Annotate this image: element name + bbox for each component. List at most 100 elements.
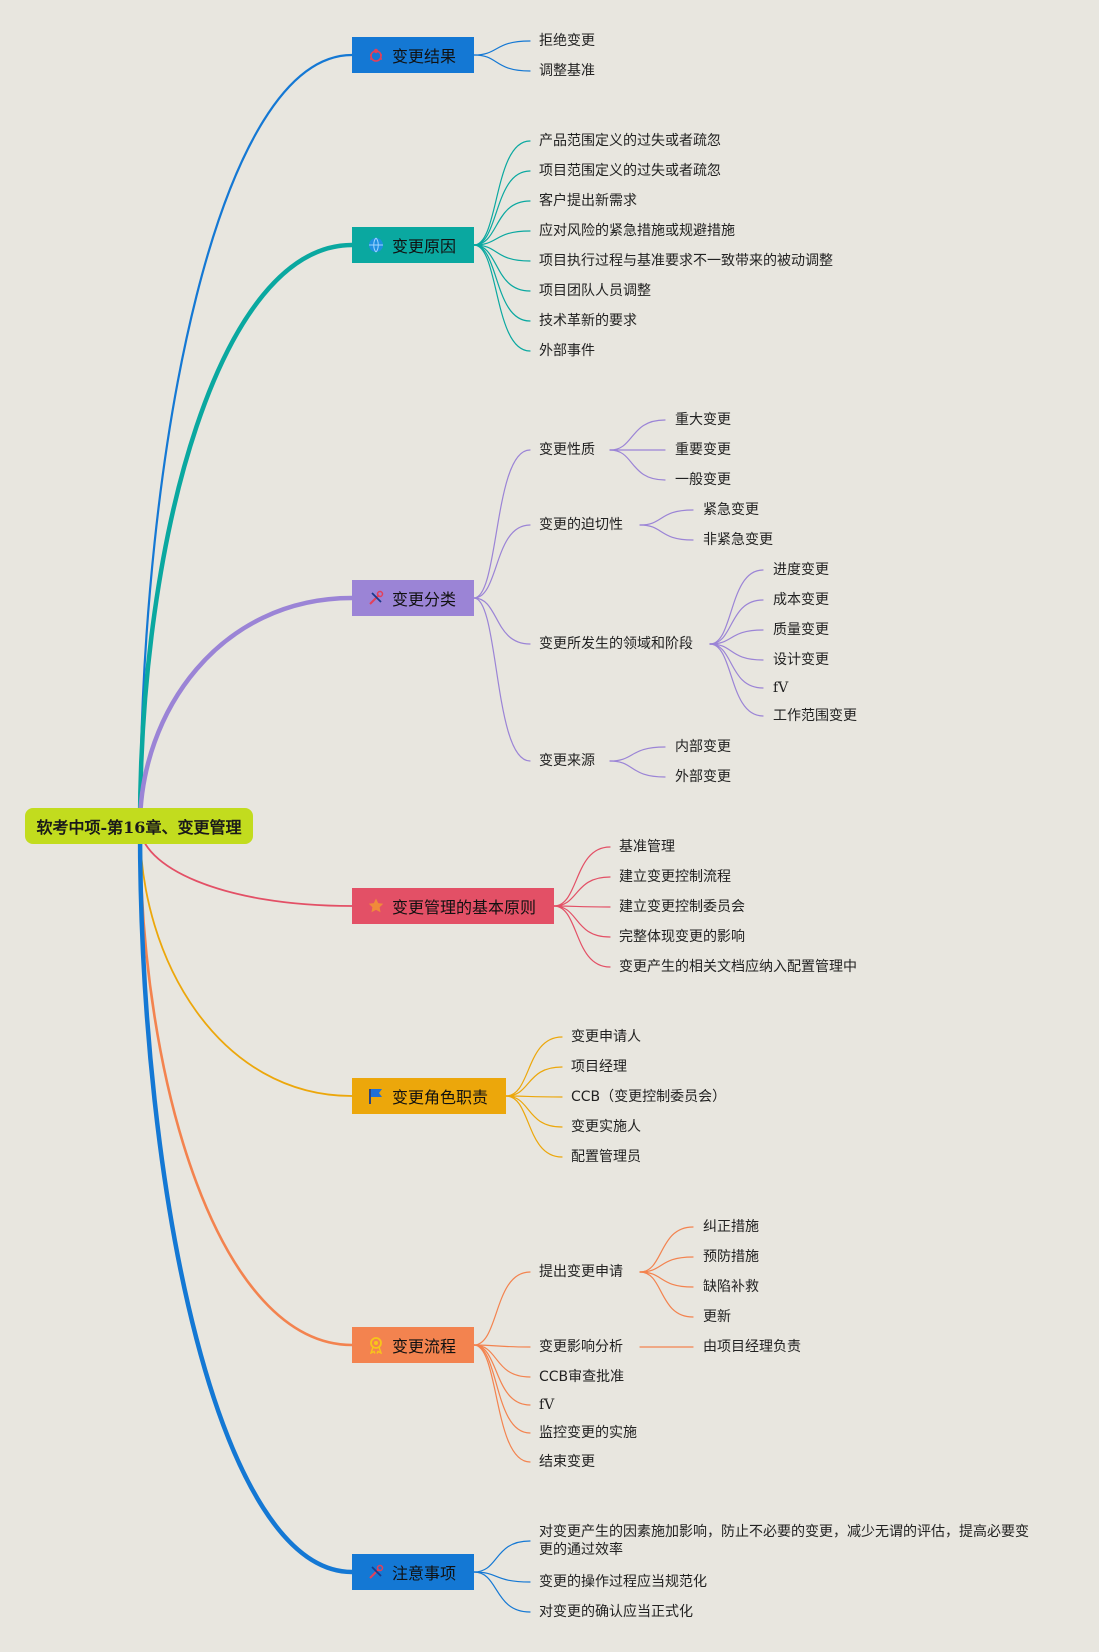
leaf-b2-2-0[interactable]: 进度变更: [773, 562, 829, 578]
leaf-b5-3[interactable]: fV: [539, 1397, 555, 1413]
b5-link-1: [473, 1344, 531, 1348]
leaf-b1-3[interactable]: 应对风险的紧急措施或规避措施: [539, 223, 735, 239]
leaf-b5-0-3[interactable]: 更新: [703, 1309, 731, 1325]
leaf-b1-0[interactable]: 产品范围定义的过失或者疏忽: [539, 133, 721, 149]
b1-link-5: [473, 244, 531, 292]
leaf-b5-0-2[interactable]: 缺陷补救: [703, 1279, 759, 1295]
b1-link-7: [473, 244, 531, 352]
leaf-b2-0-2[interactable]: 一般变更: [675, 472, 731, 488]
leaf-b2-2-1[interactable]: 成本变更: [773, 592, 829, 608]
leaf-b4-4[interactable]: 配置管理员: [571, 1149, 641, 1165]
leaf-b6-0[interactable]: 对变更产生的因素施加影响，防止不必要的变更，减少无谓的评估，提高必要变更的通过效…: [539, 1524, 1029, 1558]
b6-link-1: [473, 1571, 531, 1583]
b1-link-2: [473, 200, 531, 246]
b2-0-link-2: [609, 449, 666, 481]
leaf-b2-3-0[interactable]: 内部变更: [675, 739, 731, 755]
b2-link-3: [473, 597, 531, 762]
leaf-b5-4[interactable]: 监控变更的实施: [539, 1425, 637, 1441]
root-link-1: [137, 242, 355, 829]
branch-change-result[interactable]: 变更结果: [352, 37, 474, 73]
sub-b2-3[interactable]: 变更来源: [539, 753, 595, 769]
b2-1-link-1: [639, 524, 694, 541]
tools-icon: [366, 588, 386, 608]
sub-b2-1[interactable]: 变更的迫切性: [539, 517, 623, 533]
branch-change-process[interactable]: 变更流程: [352, 1327, 474, 1363]
leaf-b5-1-0[interactable]: 由项目经理负责: [703, 1339, 801, 1355]
b5-link-2: [473, 1344, 531, 1378]
leaf-b1-4[interactable]: 项目执行过程与基准要求不一致带来的被动调整: [539, 253, 833, 269]
branch-notes[interactable]: 注意事项: [352, 1554, 474, 1590]
b1-link-6: [473, 244, 531, 322]
b4-link-2: [505, 1095, 563, 1098]
leaf-b4-0[interactable]: 变更申请人: [571, 1029, 641, 1045]
root-link-4: [139, 825, 353, 1097]
b2-link-0: [473, 449, 531, 599]
leaf-b3-1[interactable]: 建立变更控制流程: [619, 869, 731, 885]
leaf-b2-0-1[interactable]: 重要变更: [675, 442, 731, 458]
leaf-b2-0-0[interactable]: 重大变更: [675, 412, 731, 428]
b2-2-link-1: [709, 599, 764, 645]
branch-label: 变更流程: [392, 1337, 457, 1356]
leaf-b0-1[interactable]: 调整基准: [539, 63, 595, 79]
leaf-b5-2[interactable]: CCB审查批准: [539, 1369, 625, 1385]
b2-3-link-0: [609, 746, 666, 762]
b2-1-link-0: [639, 509, 694, 526]
leaf-b1-5[interactable]: 项目团队人员调整: [539, 283, 651, 299]
b5-link-0: [473, 1271, 531, 1346]
leaf-b4-3[interactable]: 变更实施人: [571, 1119, 641, 1135]
branch-label: 变更管理的基本原则: [392, 898, 537, 917]
leaf-b3-4[interactable]: 变更产生的相关文档应纳入配置管理中: [619, 959, 857, 975]
b5-link-3: [473, 1344, 531, 1406]
root-topic[interactable]: 软考中项-第16章、变更管理: [25, 808, 253, 844]
branch-change-cause[interactable]: 变更原因: [352, 227, 474, 263]
leaf-b2-2-5[interactable]: 工作范围变更: [773, 708, 857, 724]
leaf-b2-1-1[interactable]: 非紧急变更: [703, 532, 773, 548]
leaf-b6-1[interactable]: 变更的操作过程应当规范化: [539, 1574, 707, 1590]
b0-link-1: [473, 54, 531, 72]
b6-link-2: [473, 1571, 531, 1613]
leaf-b5-0-1[interactable]: 预防措施: [703, 1249, 759, 1265]
root-link-0: [138, 53, 354, 828]
b2-3-link-1: [609, 760, 666, 778]
branch-basic-principles[interactable]: 变更管理的基本原则: [352, 888, 554, 924]
branch-role-responsibilities[interactable]: 变更角色职责: [352, 1078, 506, 1114]
leaf-b5-0-0[interactable]: 纠正措施: [703, 1219, 759, 1235]
b3-link-4: [553, 905, 611, 968]
sub-b2-2[interactable]: 变更所发生的领域和阶段: [539, 636, 693, 652]
bug-icon: [366, 45, 386, 65]
sub-b2-0[interactable]: 变更性质: [539, 442, 595, 458]
leaf-b2-1-0[interactable]: 紧急变更: [703, 502, 759, 518]
b2-2-link-5: [709, 643, 764, 717]
leaf-b3-3[interactable]: 完整体现变更的影响: [619, 929, 745, 945]
leaf-b4-1[interactable]: 项目经理: [571, 1059, 627, 1075]
b1-link-0: [473, 140, 531, 246]
leaf-b3-0[interactable]: 基准管理: [619, 839, 675, 855]
leaf-b2-2-3[interactable]: 设计变更: [773, 652, 829, 668]
b1-link-3: [473, 230, 531, 246]
leaf-b2-3-1[interactable]: 外部变更: [675, 769, 731, 785]
root-link-2: [137, 595, 355, 829]
sub-b5-0[interactable]: 提出变更申请: [539, 1264, 623, 1280]
medal-icon: [366, 1335, 386, 1355]
leaf-b1-6[interactable]: 技术革新的要求: [539, 313, 637, 329]
b5-link-5: [473, 1344, 531, 1463]
leaf-b2-2-2[interactable]: 质量变更: [773, 622, 829, 638]
leaf-b6-2[interactable]: 对变更的确认应当正式化: [539, 1604, 693, 1620]
b5-0-link-0: [639, 1226, 694, 1273]
b5-0-link-1: [639, 1256, 694, 1273]
leaf-b1-2[interactable]: 客户提出新需求: [539, 193, 637, 209]
branch-label: 注意事项: [392, 1564, 457, 1583]
root-link-6: [137, 823, 355, 1575]
b4-link-0: [505, 1036, 563, 1097]
b3-link-3: [553, 905, 611, 938]
sub-b5-1[interactable]: 变更影响分析: [539, 1339, 623, 1355]
leaf-b3-2[interactable]: 建立变更控制委员会: [619, 899, 745, 915]
leaf-b0-0[interactable]: 拒绝变更: [539, 33, 595, 49]
leaf-b1-1[interactable]: 项目范围定义的过失或者疏忽: [539, 163, 721, 179]
leaf-b5-5[interactable]: 结束变更: [539, 1454, 595, 1470]
leaf-b4-2[interactable]: CCB（变更控制委员会）: [571, 1089, 727, 1105]
leaf-b1-7[interactable]: 外部事件: [539, 343, 595, 359]
branch-change-category[interactable]: 变更分类: [352, 580, 474, 616]
leaf-b2-2-4[interactable]: fV: [773, 680, 789, 696]
